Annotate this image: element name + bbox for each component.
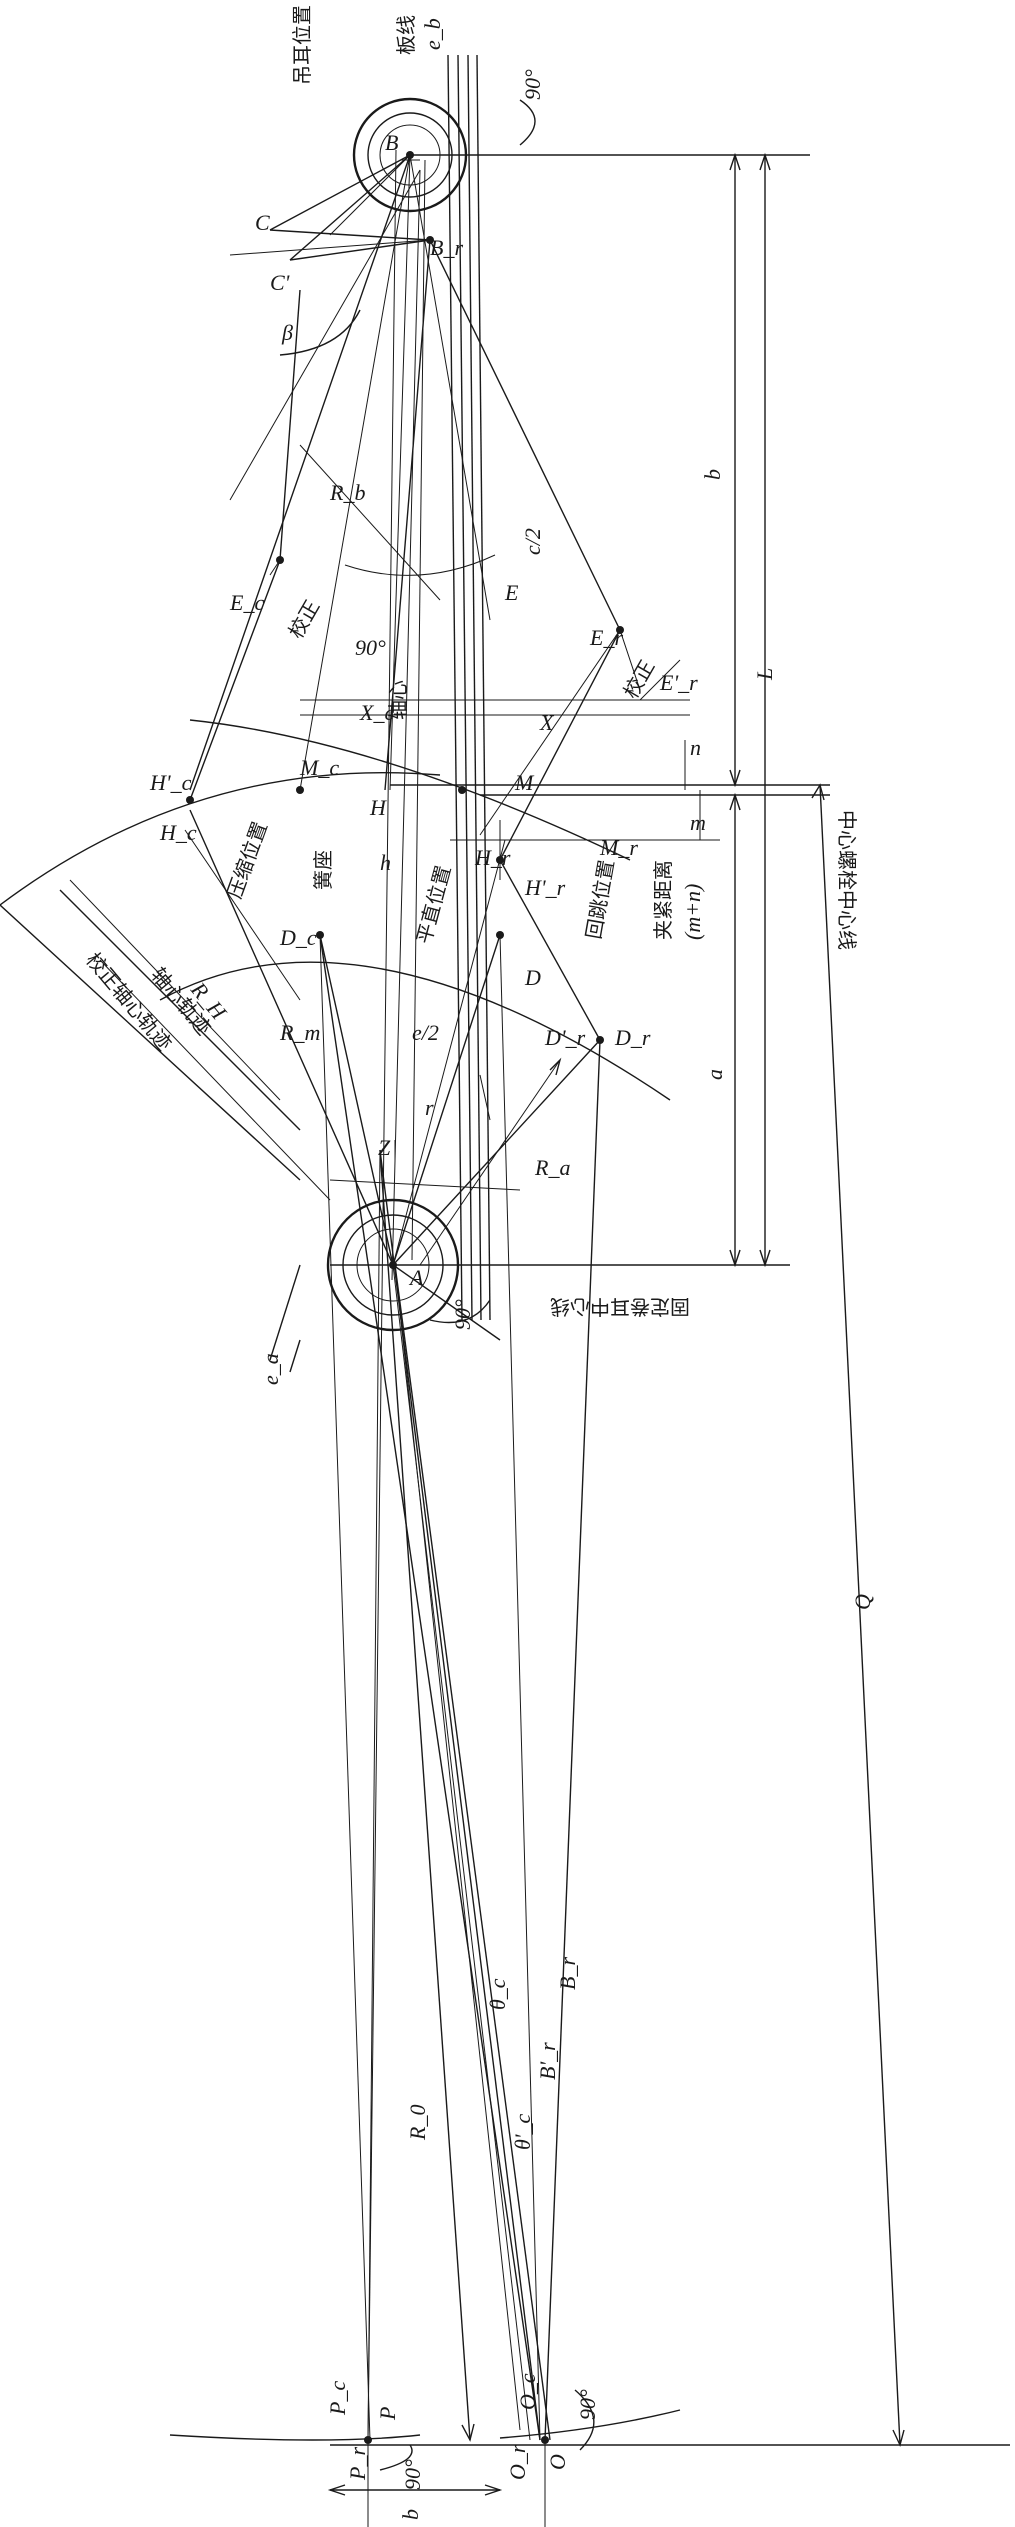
label-Br-lower: B_r — [555, 1957, 580, 1990]
labels: 吊耳位置 板线 e_b 90° B B_r C C' β R_b c/2 E_c… — [81, 5, 875, 2520]
label-P: P — [375, 2407, 400, 2421]
label-angle-top: 90° — [520, 69, 545, 100]
label-B: B — [385, 130, 398, 155]
label-angle-P: 90° — [400, 2459, 425, 2490]
label-H: H — [369, 795, 387, 820]
label-Er: E_r — [589, 625, 623, 650]
label-eb: e_b — [420, 18, 445, 50]
trajectory-arcs — [0, 99, 681, 2471]
label-Xc: X_c — [359, 700, 394, 725]
label-Ec: E_c — [229, 590, 264, 615]
key-points — [186, 151, 624, 2444]
label-Hc-prime: H'_c — [149, 770, 192, 795]
label-clamp-distance: 夹紧距离 — [651, 860, 675, 940]
label-Z: Z — [378, 1135, 391, 1160]
label-theta-c-prime: θ'_c — [510, 2113, 535, 2150]
construction-lines — [189, 154, 681, 2442]
label-theta-c: θ_c — [485, 1978, 510, 2010]
label-r: r — [425, 1095, 434, 1120]
label-correction-2: 校正 — [619, 656, 660, 703]
label-e-half: e/2 — [412, 1020, 439, 1045]
label-axis-center: 轴心 — [386, 680, 410, 720]
label-leaf-line: 板线 — [394, 15, 418, 55]
label-b-upper: b — [700, 469, 725, 480]
reference-lines — [300, 154, 1010, 2446]
label-Br-prime-lower: B'_r — [535, 2042, 560, 2080]
label-beta: β — [281, 320, 293, 345]
label-a: a — [702, 1069, 727, 1080]
label-Rm: R_m — [279, 1020, 320, 1045]
label-R0: R_0 — [405, 2105, 430, 2141]
label-O: O — [545, 2454, 570, 2470]
label-angle-O: 90° — [575, 2389, 600, 2420]
label-Hc: H_c — [159, 820, 197, 845]
label-eb-right: e_b — [430, 8, 455, 40]
label-A: A — [408, 1265, 424, 1290]
label-Pr: P_r — [345, 2447, 370, 2481]
label-Mc: M_c — [299, 755, 339, 780]
label-Cprime: C' — [270, 270, 290, 295]
label-Or: O_r — [505, 2444, 530, 2480]
label-Oc: O_c — [515, 2373, 540, 2410]
label-Mr: M_r — [599, 835, 638, 860]
label-correction-1: 校正 — [284, 596, 325, 643]
label-b-lower: b — [398, 2509, 423, 2520]
label-angle-A: 90° — [450, 1299, 475, 1330]
label-n: n — [690, 735, 701, 760]
label-Pc: P_c — [325, 2381, 350, 2416]
label-ea: e_a — [258, 1353, 283, 1385]
label-h: h — [380, 850, 391, 875]
label-C: C — [255, 210, 270, 235]
label-flat-position: 平直位置 — [412, 863, 456, 946]
label-M: M — [514, 770, 535, 795]
label-m-plus-n: (m+n) — [680, 884, 705, 940]
label-E: E — [504, 580, 519, 605]
label-Er-prime: E'_r — [659, 670, 698, 695]
label-seat: 簧座 — [311, 850, 335, 890]
label-Ra: R_a — [534, 1155, 570, 1180]
label-fixed-eye-center-line: 固定卷耳中心线 — [550, 1295, 690, 1319]
label-Hr-prime: H'_r — [524, 875, 566, 900]
label-Dc: D_c — [279, 925, 317, 950]
label-Q: Q — [850, 1594, 875, 1610]
leaf-spring-band — [367, 54, 491, 2441]
radius-lines — [0, 444, 562, 1373]
label-Rb: R_b — [329, 480, 365, 505]
label-rebound-position: 回跳位置 — [581, 858, 619, 941]
label-D: D — [524, 965, 541, 990]
label-L: L — [752, 668, 777, 681]
label-Dr: D_r — [614, 1025, 651, 1050]
label-X: X — [539, 710, 555, 735]
label-spring-center-line: 中心螺栓中心线 — [835, 810, 859, 950]
label-angle-mid: 90° — [355, 635, 386, 660]
label-Dr-prime: D'_r — [544, 1025, 586, 1050]
label-compressed-position: 压缩位置 — [222, 818, 272, 901]
label-m: m — [690, 810, 706, 835]
dimension-lines — [327, 152, 905, 2527]
label-Br: B_r — [430, 235, 463, 260]
label-hanger-position: 吊耳位置 — [290, 5, 314, 85]
label-c-half: c/2 — [520, 528, 545, 555]
label-Hr: H_r — [474, 845, 511, 870]
